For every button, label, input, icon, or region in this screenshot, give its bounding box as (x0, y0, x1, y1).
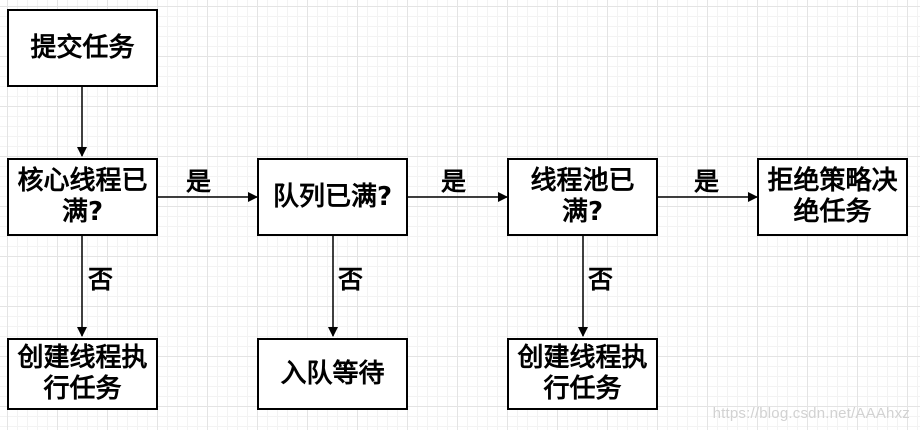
node-queue-full-decision: 队列已满? (257, 158, 408, 236)
edge-label-core-full-yes: 是 (186, 167, 212, 196)
node-enqueue-wait: 入队等待 (257, 338, 408, 410)
node-submit-task: 提交任务 (7, 9, 158, 87)
node-core-full-decision: 核心线程已满? (7, 158, 158, 236)
edge-label-pool-full-yes: 是 (694, 167, 720, 196)
node-create-extra-thread: 创建线程执行任务 (507, 338, 658, 410)
edge-label-pool-full-no: 否 (588, 265, 614, 294)
node-pool-full-decision: 线程池已满? (507, 158, 658, 236)
edge-label-queue-full-yes: 是 (441, 167, 467, 196)
node-reject-policy: 拒绝策略决绝任务 (757, 158, 908, 236)
edge-label-queue-full-no: 否 (338, 265, 364, 294)
watermark-text: https://blog.csdn.net/AAAhxz (712, 405, 910, 422)
node-create-core-thread: 创建线程执行任务 (7, 338, 158, 410)
edge-label-core-full-no: 否 (88, 265, 114, 294)
